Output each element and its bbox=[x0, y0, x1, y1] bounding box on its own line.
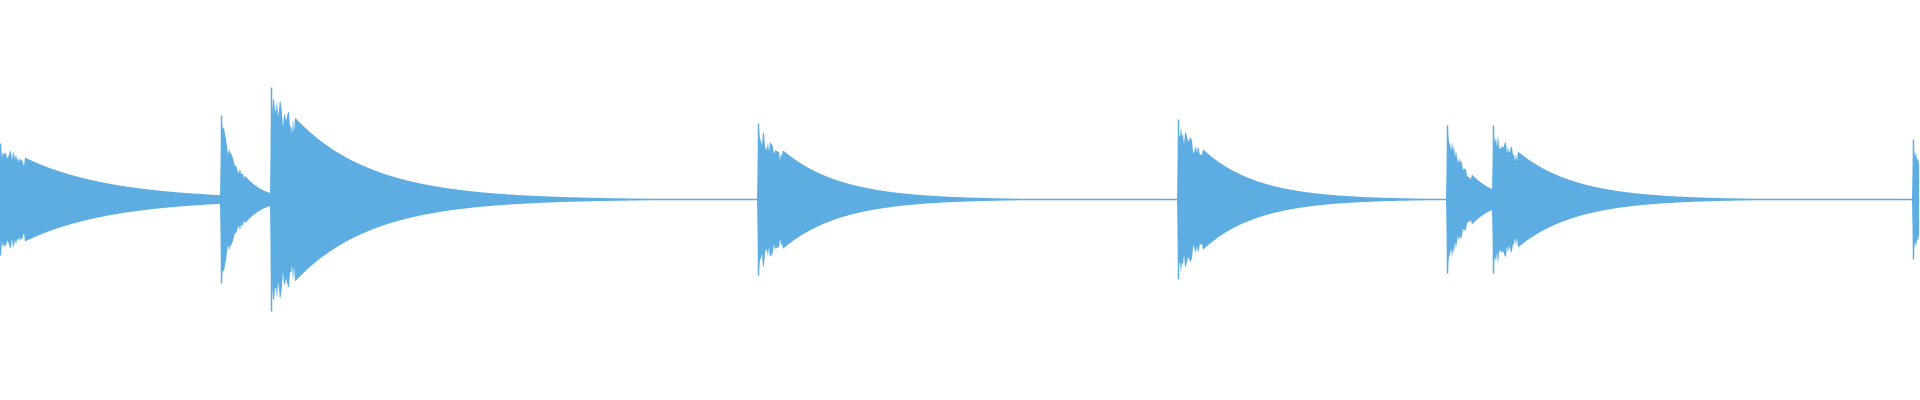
waveform-envelope bbox=[0, 98, 1919, 301]
